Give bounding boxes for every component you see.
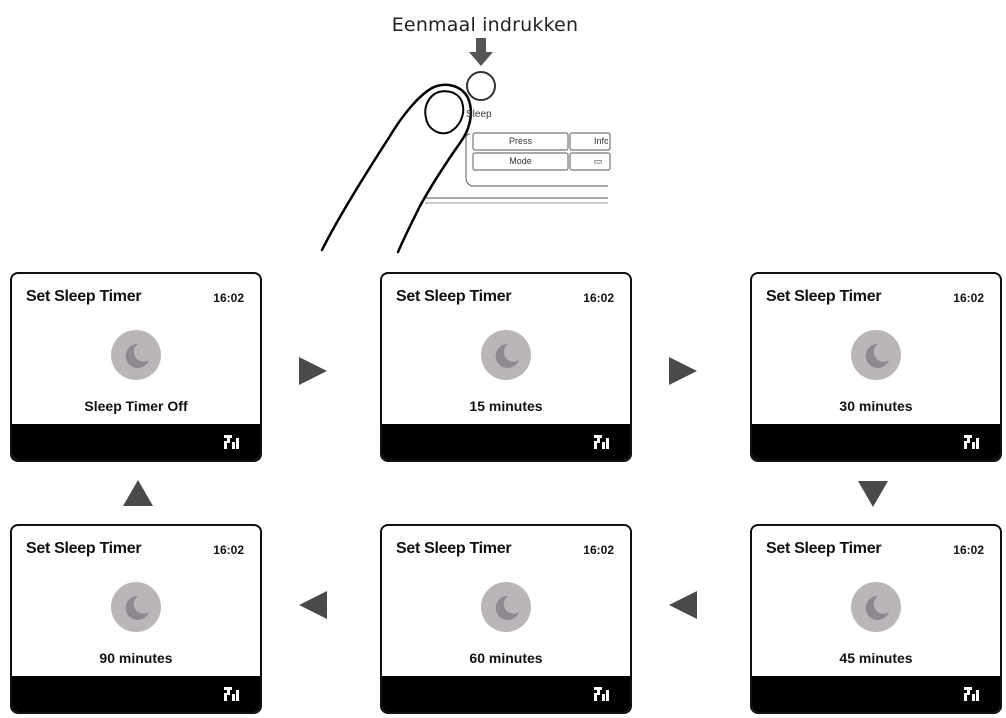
sleep-timer-screen: Set Sleep Timer 16:02 15 minutes	[380, 272, 632, 462]
screen-header: Set Sleep Timer 16:02	[396, 288, 614, 308]
screen-title: Set Sleep Timer	[766, 540, 882, 557]
signal-strength-icon	[964, 687, 979, 701]
device-panel	[425, 132, 611, 204]
moon-icon	[481, 330, 531, 380]
moon-icon	[111, 582, 161, 632]
moon-icon	[851, 582, 901, 632]
sleep-button[interactable]	[466, 71, 496, 101]
screen-clock: 16:02	[213, 291, 244, 305]
arrow-right-icon	[669, 357, 697, 385]
screen-title: Set Sleep Timer	[26, 540, 142, 557]
screen-footer	[382, 676, 630, 712]
sleep-timer-screen: Set Sleep Timer 16:02 30 minutes	[750, 272, 1002, 462]
screen-title: Set Sleep Timer	[396, 540, 512, 557]
screen-title: Set Sleep Timer	[396, 288, 512, 305]
signal-strength-icon	[594, 435, 609, 449]
timer-status: 90 minutes	[99, 650, 173, 666]
sleep-timer-screen: Set Sleep Timer 16:02 90 minutes	[10, 524, 262, 714]
timer-status: Sleep Timer Off	[84, 398, 188, 414]
moon-icon	[481, 582, 531, 632]
screen-header: Set Sleep Timer 16:02	[26, 288, 244, 308]
sleep-timer-screen: Set Sleep Timer 16:02 Sleep Timer Off	[10, 272, 262, 462]
screen-clock: 16:02	[213, 543, 244, 557]
screen-title: Set Sleep Timer	[766, 288, 882, 305]
screen-title: Set Sleep Timer	[26, 288, 142, 305]
signal-strength-icon	[224, 687, 239, 701]
screen-footer	[752, 424, 1000, 460]
screen-header: Set Sleep Timer 16:02	[766, 540, 984, 560]
timer-status: 60 minutes	[469, 650, 543, 666]
device-illustration	[320, 38, 611, 254]
moon-icon	[111, 330, 161, 380]
screen-footer	[12, 424, 260, 460]
timer-status: 30 minutes	[839, 398, 913, 414]
panel-button-label: ▭	[593, 156, 603, 166]
screen-header: Set Sleep Timer 16:02	[396, 540, 614, 560]
screen-clock: 16:02	[583, 291, 614, 305]
panel-button-label: Press	[508, 136, 532, 146]
screen-footer	[12, 676, 260, 712]
screen-clock: 16:02	[953, 291, 984, 305]
moon-icon	[851, 330, 901, 380]
signal-strength-icon	[964, 435, 979, 449]
arrow-right-icon	[299, 357, 327, 385]
signal-strength-icon	[224, 435, 239, 449]
screen-clock: 16:02	[583, 543, 614, 557]
sleep-button-label: Sleep	[466, 109, 492, 120]
screen-footer	[382, 424, 630, 460]
arrow-down-icon	[858, 481, 888, 507]
screen-header: Set Sleep Timer 16:02	[26, 540, 244, 560]
fingernail-icon	[424, 90, 465, 135]
sleep-timer-screen: Set Sleep Timer 16:02 60 minutes	[380, 524, 632, 714]
signal-strength-icon	[594, 687, 609, 701]
arrow-left-icon	[299, 591, 327, 619]
panel-button-label: Mode	[509, 156, 532, 166]
sleep-timer-screen: Set Sleep Timer 16:02 45 minutes	[750, 524, 1002, 714]
screen-clock: 16:02	[953, 543, 984, 557]
arrow-up-icon	[123, 480, 153, 506]
arrow-left-icon	[669, 591, 697, 619]
timer-status: 15 minutes	[469, 398, 543, 414]
press-arrow-icon	[469, 38, 493, 66]
panel-button-label: Info	[594, 136, 608, 146]
timer-status: 45 minutes	[839, 650, 913, 666]
instruction-caption: Eenmaal indrukken	[391, 14, 579, 36]
screen-footer	[752, 676, 1000, 712]
screen-header: Set Sleep Timer 16:02	[766, 288, 984, 308]
